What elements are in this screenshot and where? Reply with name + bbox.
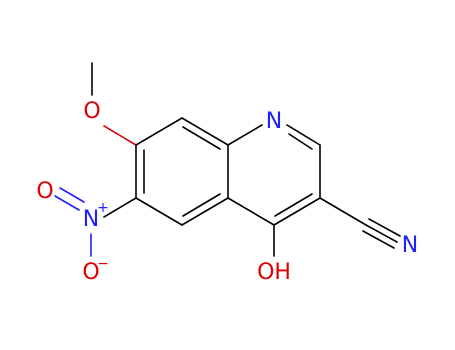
nitro-oxygen-top-label: O	[36, 179, 53, 204]
nitro-minus-charge: −	[97, 256, 109, 272]
nitro-o-top-bond-2	[59, 187, 85, 203]
ring-bond-c4a-c5-inner	[182, 193, 221, 217]
ring-bond-c3-c4	[273, 197, 321, 226]
ring-bond-c8a-n1	[227, 124, 263, 146]
ring-bond-n1-c2-inner	[288, 133, 313, 150]
nitro-oxygen-bottom-label: O	[82, 260, 99, 285]
nitro-plus-charge: +	[97, 200, 109, 216]
methoxy-c-bond	[103, 125, 137, 146]
methoxy-oxygen-label: O	[83, 99, 100, 124]
ring-bond-c7-c8	[135, 117, 183, 146]
nitro-c-bond	[103, 197, 137, 218]
nitrile-triple-bond-1	[365, 224, 398, 243]
nitrile-single-bond	[319, 197, 367, 226]
ring-bond-c8-c8a	[181, 117, 229, 146]
ring-nitrogen-label: N	[266, 109, 282, 134]
ring-bond-c4-c4a	[227, 197, 275, 226]
nitrile-triple-bond-2	[368, 218, 401, 237]
nitrile-nitrogen-label: N	[402, 233, 418, 258]
hydroxyl-label: OH	[257, 260, 291, 285]
nitrile-triple-bond-3	[362, 230, 395, 249]
ring-bond-c8-c8a-inner	[182, 126, 221, 150]
ring-bond-c5-c6	[135, 197, 183, 226]
ring-bond-c4a-c5	[181, 197, 229, 226]
ring-bond-n1-c2	[286, 124, 321, 146]
ring-bond-c3-c4-inner	[274, 193, 313, 217]
nitro-o-top-bond-1	[54, 195, 80, 211]
nitro-nitrogen-label: N	[83, 207, 99, 232]
